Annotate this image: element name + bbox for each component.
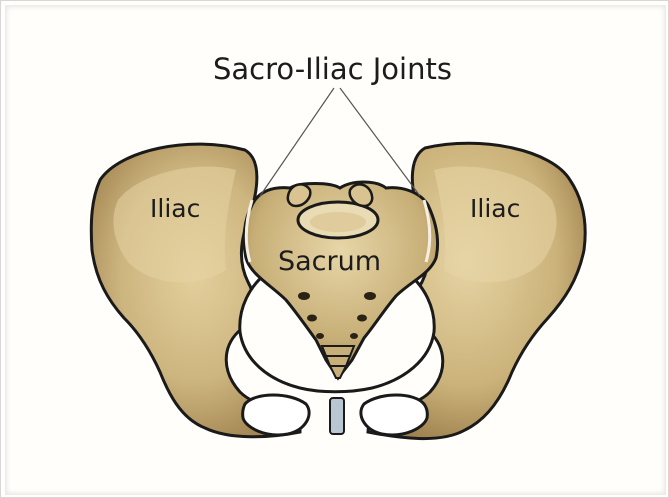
diagram-title: Sacro-Iliac Joints <box>213 52 452 86</box>
pubic-symphysis <box>330 398 344 434</box>
right-obturator-foramen <box>361 395 427 435</box>
pointer-line-right <box>340 88 420 196</box>
left-obturator-foramen <box>243 395 309 435</box>
sacral-endplate-shading <box>310 212 366 232</box>
label-iliac-left: Iliac <box>150 194 200 223</box>
pointer-line-left <box>260 88 334 196</box>
label-sacrum: Sacrum <box>278 246 381 277</box>
label-iliac-right: Iliac <box>470 194 520 223</box>
